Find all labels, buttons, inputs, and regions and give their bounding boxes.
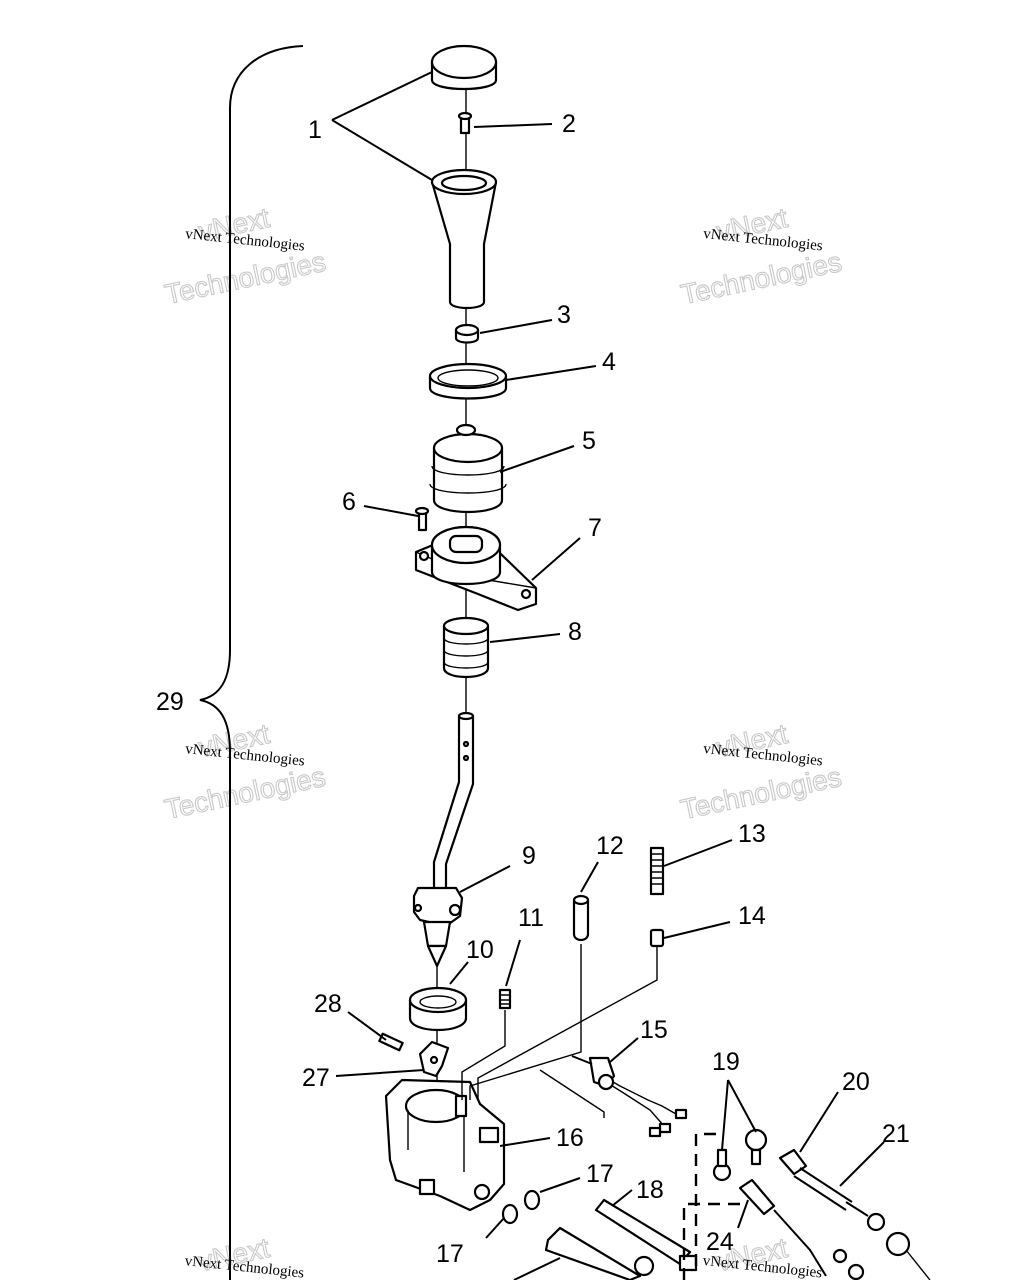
pin	[572, 894, 590, 942]
shift-shaft	[544, 1198, 698, 1280]
callout-10: 10	[466, 936, 494, 964]
watermark-bottom-left: vNext vNext Technologies	[184, 1231, 305, 1280]
mounting-screw	[414, 506, 430, 532]
callout-13: 13	[738, 820, 766, 848]
small-ring	[454, 323, 480, 344]
callout-4: 4	[602, 348, 616, 376]
shift-housing	[384, 1078, 506, 1212]
callout-17-upper: 17	[586, 1160, 614, 1188]
callout-27: 27	[302, 1064, 330, 1092]
svg-text:Technologies: Technologies	[162, 246, 328, 310]
small-nut	[649, 928, 665, 948]
detent-lever	[418, 1040, 450, 1078]
callout-15: 15	[640, 1016, 668, 1044]
o-ring-lower	[501, 1203, 519, 1225]
rod-end-lower	[712, 1148, 776, 1216]
dashed-relation-upper	[694, 1132, 716, 1270]
callout-6: 6	[342, 488, 356, 516]
callout-19: 19	[712, 1048, 740, 1076]
callout-20: 20	[842, 1068, 870, 1096]
rod-end-upper	[744, 1128, 768, 1166]
callout-18: 18	[636, 1176, 664, 1204]
mounting-plate	[414, 525, 538, 612]
leader-lines	[331, 71, 885, 1280]
callout-21: 21	[882, 1120, 910, 1148]
callout-8: 8	[568, 618, 582, 646]
callout-17-lower: 17	[436, 1240, 464, 1268]
shift-lever	[412, 711, 475, 968]
watermark-middle-right: vNext Technologies vNext Technologies	[677, 717, 844, 825]
callout-24: 24	[706, 1228, 734, 1256]
large-ring	[428, 362, 508, 400]
svg-text:Technologies: Technologies	[162, 761, 328, 825]
bellow-spring	[442, 616, 490, 678]
knob-cap	[430, 44, 498, 91]
callout-7: 7	[588, 514, 602, 542]
shift-knob	[430, 168, 498, 310]
callout-12: 12	[596, 832, 624, 860]
assembly-bracket	[199, 45, 304, 1280]
threaded-stud	[649, 846, 665, 896]
callout-2: 2	[562, 110, 576, 138]
neutral-switch	[571, 1055, 688, 1138]
callout-9: 9	[522, 842, 536, 870]
small-spring	[498, 988, 512, 1010]
callout-16: 16	[556, 1124, 584, 1152]
svg-text:Technologies: Technologies	[678, 246, 844, 310]
dashed-relation-lower	[682, 1202, 740, 1280]
callout-5: 5	[582, 427, 596, 455]
detent-pin	[378, 1032, 404, 1052]
rubber-boot	[429, 423, 507, 514]
callout-11: 11	[518, 904, 544, 932]
watermark-top-left: vNext Technologies vNext Technologies	[162, 201, 329, 310]
watermark-middle-left: vNext Technologies vNext Technologies	[161, 717, 328, 825]
cup-bushing	[408, 986, 468, 1032]
knob-screw	[457, 111, 473, 135]
o-ring-upper	[523, 1189, 541, 1211]
watermark-top-right: vNext Technologies vNext Technologies	[678, 201, 845, 310]
shift-cable	[773, 1148, 931, 1280]
svg-text:Technologies: Technologies	[678, 761, 844, 825]
callout-labels: 1 2 3 4 5 6 7 8 9 10 11 12 13 14 15 16 1…	[156, 110, 910, 1268]
callout-1: 1	[308, 116, 322, 144]
callout-29: 29	[156, 688, 184, 716]
callout-14: 14	[738, 902, 766, 930]
callout-28: 28	[314, 990, 342, 1018]
callout-3: 3	[557, 301, 571, 329]
